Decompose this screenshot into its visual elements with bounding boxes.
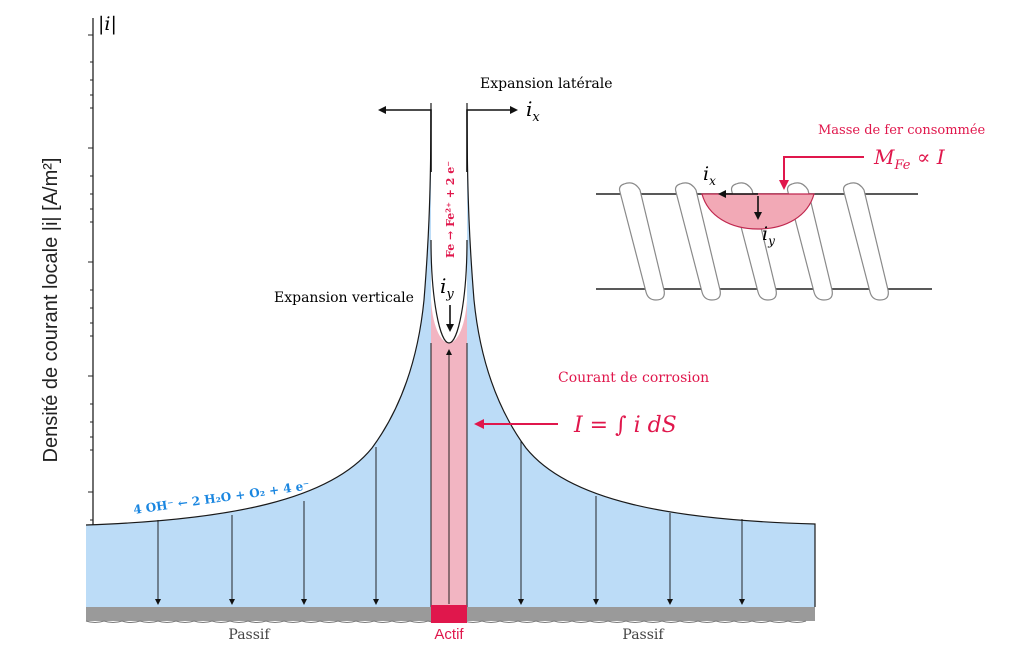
cathodic-current-region-right <box>467 103 815 607</box>
lateral-expansion-label: Expansion latérale <box>480 76 613 92</box>
active-zone <box>431 605 467 623</box>
cathodic-current-arrows <box>155 441 745 605</box>
anodic-reaction-label: Fe → Fe²⁺ + 2 e⁻ <box>444 161 457 258</box>
corrosion-current-title: Courant de corrosion <box>558 370 709 386</box>
lateral-expansion-arrows <box>378 106 518 172</box>
current-density-curve <box>85 102 432 526</box>
y-axis-label: Densité de courant locale |i| [A/m²] <box>40 158 62 463</box>
active-label: Actif <box>434 626 464 643</box>
inset-iy-label: iy <box>762 223 775 248</box>
corrosion-current-formula: I = ∫ i dS <box>573 413 677 438</box>
vertical-expansion-label: Expansion verticale <box>274 290 414 306</box>
rebar-inset <box>596 182 932 301</box>
ix-label: ix <box>526 97 540 125</box>
y-axis <box>88 18 94 607</box>
inset-pointer <box>779 156 864 190</box>
passive-right-label: Passif <box>622 627 665 643</box>
pit-bottom-curve <box>430 239 468 344</box>
iy-label: iy <box>440 274 454 302</box>
inset-title: Masse de fer consommée <box>818 123 986 138</box>
inset-ix-label: ix <box>703 163 716 188</box>
passive-left-label: Passif <box>228 627 271 643</box>
y-axis-symbol: |i| <box>98 13 117 35</box>
inset-formula: MFe ∝ I <box>873 145 946 173</box>
rebar-ribs <box>618 182 889 301</box>
cathodic-current-region <box>86 103 431 607</box>
